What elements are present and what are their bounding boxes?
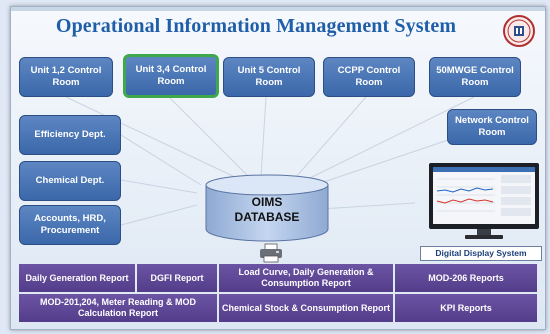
connector-line bbox=[168, 96, 250, 178]
connector-line bbox=[319, 202, 416, 210]
room-box-unit-3-4: Unit 3,4 Control Room bbox=[123, 54, 219, 98]
connector-line bbox=[295, 96, 367, 178]
report-chemical-stock: Chemical Stock & Consumption Report bbox=[219, 294, 393, 322]
display-system-label: Digital Display System bbox=[420, 246, 542, 261]
report-dgfi: DGFI Report bbox=[137, 264, 217, 292]
room-box-unit-5: Unit 5 Control Room bbox=[223, 57, 315, 97]
database-label-line2: DATABASE bbox=[234, 210, 300, 224]
report-kpi: KPI Reports bbox=[395, 294, 537, 322]
printer-icon bbox=[260, 243, 282, 263]
room-box-50mwge: 50MWGE Control Room bbox=[429, 57, 521, 97]
connector-line bbox=[120, 179, 198, 194]
database-label-line1: OIMS bbox=[251, 195, 283, 209]
dept-box-chemical: Chemical Dept. bbox=[19, 161, 121, 201]
report-daily-generation: Daily Generation Report bbox=[19, 264, 135, 292]
report-mod-201-204: MOD-201,204, Meter Reading & MOD Calcula… bbox=[19, 294, 217, 322]
report-load-curve: Load Curve, Daily Generation & Consumpti… bbox=[219, 264, 393, 292]
connector-line bbox=[120, 204, 198, 226]
database-cylinder bbox=[205, 174, 329, 242]
room-box-unit-1-2: Unit 1,2 Control Room bbox=[19, 57, 113, 97]
dept-box-efficiency: Efficiency Dept. bbox=[19, 115, 121, 155]
connector-lines bbox=[65, 96, 475, 226]
connector-line bbox=[307, 96, 475, 180]
organization-logo bbox=[503, 15, 535, 47]
top-bar bbox=[11, 7, 545, 11]
page-title: Operational Information Management Syste… bbox=[55, 15, 457, 37]
connector-line bbox=[120, 134, 202, 186]
room-box-ccpp: CCPP Control Room bbox=[323, 57, 415, 97]
connector-line bbox=[314, 138, 452, 186]
diagram-frame: Operational Information Management Syste… bbox=[10, 6, 546, 330]
dept-box-accounts: Accounts, HRD, Procurement bbox=[19, 205, 121, 245]
room-box-network: Network Control Room bbox=[447, 109, 537, 145]
connector-line bbox=[65, 96, 240, 180]
database-label: OIMS DATABASE bbox=[204, 195, 330, 225]
report-mod-206: MOD-206 Reports bbox=[395, 264, 537, 292]
display-monitor-icon bbox=[429, 163, 539, 239]
connector-line bbox=[260, 96, 267, 178]
